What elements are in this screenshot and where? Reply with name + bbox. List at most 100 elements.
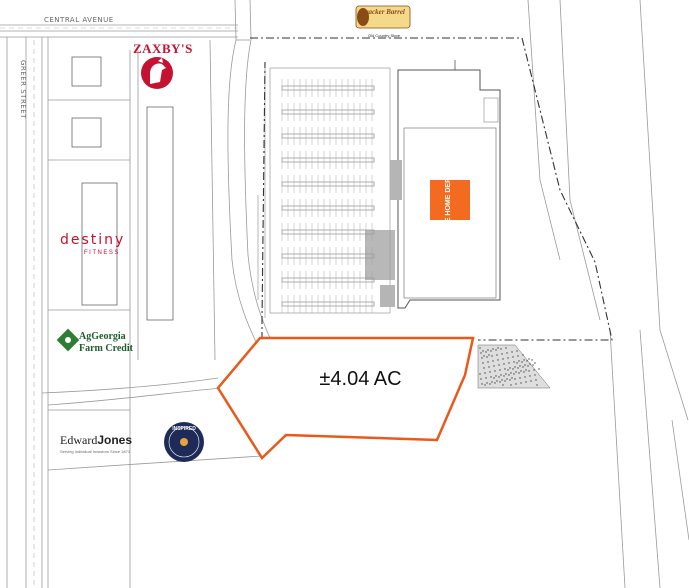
zaxbys-chicken-icon [141,57,173,89]
landscape-dot [509,367,511,369]
landscape-dot [494,382,496,384]
edward-jones-name-b: Jones [97,433,133,447]
landscape-dot [510,384,512,386]
landscape-dot [491,355,493,357]
landscape-dot [505,373,507,375]
cracker-barrel-name: Cracker Barrel [361,8,405,16]
landscape-dot [487,349,489,351]
landscape-dot [496,354,498,356]
aggeorgia-name-line2: Farm Credit [79,343,133,354]
landscape-dot [494,370,496,372]
landscape-dot [523,371,525,373]
parking-row [281,79,375,97]
landscape-dot [495,349,497,351]
landscape-dot [521,361,523,363]
landscape-dot [495,375,497,377]
landscape-dot [538,368,540,370]
aggeorgia-logo-icon [56,328,80,352]
landscape-dot [481,357,483,359]
landscape-dot [522,366,524,368]
parking-row [281,103,375,121]
landscape-dot [497,347,499,349]
landscape-dot [506,378,508,380]
landscape-dot [524,364,526,366]
destiny-fitness-name: destiny [60,232,126,248]
landscape-dot [481,383,483,385]
inspired-logo-icon: INSPIRED [164,422,204,462]
landscape-dot [511,351,513,353]
landscape-dot [498,364,500,366]
landscape-dot [493,365,495,367]
landscape-dot [490,376,492,378]
landscape-dot [517,355,519,357]
edward-jones-name: EdwardJones [60,433,132,448]
landscape-dot [507,357,509,359]
landscape-dot [496,380,498,382]
landscape-dot [489,383,491,385]
central-avenue-label: CENTRAL AVENUE [44,16,114,24]
landscape-dot [502,358,504,360]
landscape-dot [488,354,490,356]
landscape-dot [532,364,534,366]
landscape-dot [534,362,536,364]
landscape-dot [486,382,488,384]
home-depot-logo-icon: THE HOME DEPOT [430,168,470,232]
inspired-logo-text: INSPIRED [172,426,196,432]
landscape-dot [501,353,503,355]
landscape-dot [515,383,517,385]
landscape-dot [519,377,521,379]
parking-row [281,247,375,265]
landscape-dot [507,369,509,371]
landscape-dot [501,379,503,381]
landscape-dot [509,379,511,381]
aggeorgia-name-line1: AgGeorgia [79,331,126,342]
landscape-dot [491,381,493,383]
landscape-dot [528,370,530,372]
landscape-dot [492,348,494,350]
landscape-dot [515,371,517,373]
landscape-dot [479,373,481,375]
parking-row [281,175,375,193]
landscape-dot [484,372,486,374]
landscape-dot [503,363,505,365]
landscape-dot [524,376,526,378]
landscape-dot [485,351,487,353]
subject-parcel-outline [216,336,475,460]
landscape-dot [485,377,487,379]
landscape-dot [518,372,520,374]
landscape-dot [522,354,524,356]
zaxbys-name: ZAXBY'S [133,41,193,56]
landscape-dot [483,367,485,369]
landscape-dot [529,375,531,377]
road-centerline [0,27,238,588]
cracker-barrel-logo-icon: Cracker Barrel [355,5,411,29]
landscape-dot [536,384,538,386]
landscape-dot [486,356,488,358]
landscape-dot [510,372,512,374]
landscape-dot [529,363,531,365]
landscape-dot [503,375,505,377]
edward-jones-name-a: Edward [60,433,98,447]
landscape-dot [498,376,500,378]
landscape-dot [508,362,510,364]
landscape-dot [512,356,514,358]
edward-jones-tagline: Serving Individual Investors Since 1871 [60,449,131,454]
landscape-dot [497,359,499,361]
landscape-dot [523,359,525,361]
landscape-dot [482,350,484,352]
parking-row [281,127,375,145]
landscape-dot [482,362,484,364]
landscape-dot [500,374,502,376]
landscape-dot [480,352,482,354]
landscape-dot [527,365,529,367]
parking-row [281,271,375,289]
parcel-acreage-label: ±4.04 AC [319,368,402,390]
landscape-dot [490,350,492,352]
landscape-dot [504,368,506,370]
greer-street-label: GREER STREET [19,60,27,119]
landscape-dot [513,373,515,375]
landscape-dot [483,355,485,357]
landscape-dot [516,350,518,352]
landscape-dot [493,377,495,379]
home-depot-name: THE HOME DEPOT [445,168,452,232]
